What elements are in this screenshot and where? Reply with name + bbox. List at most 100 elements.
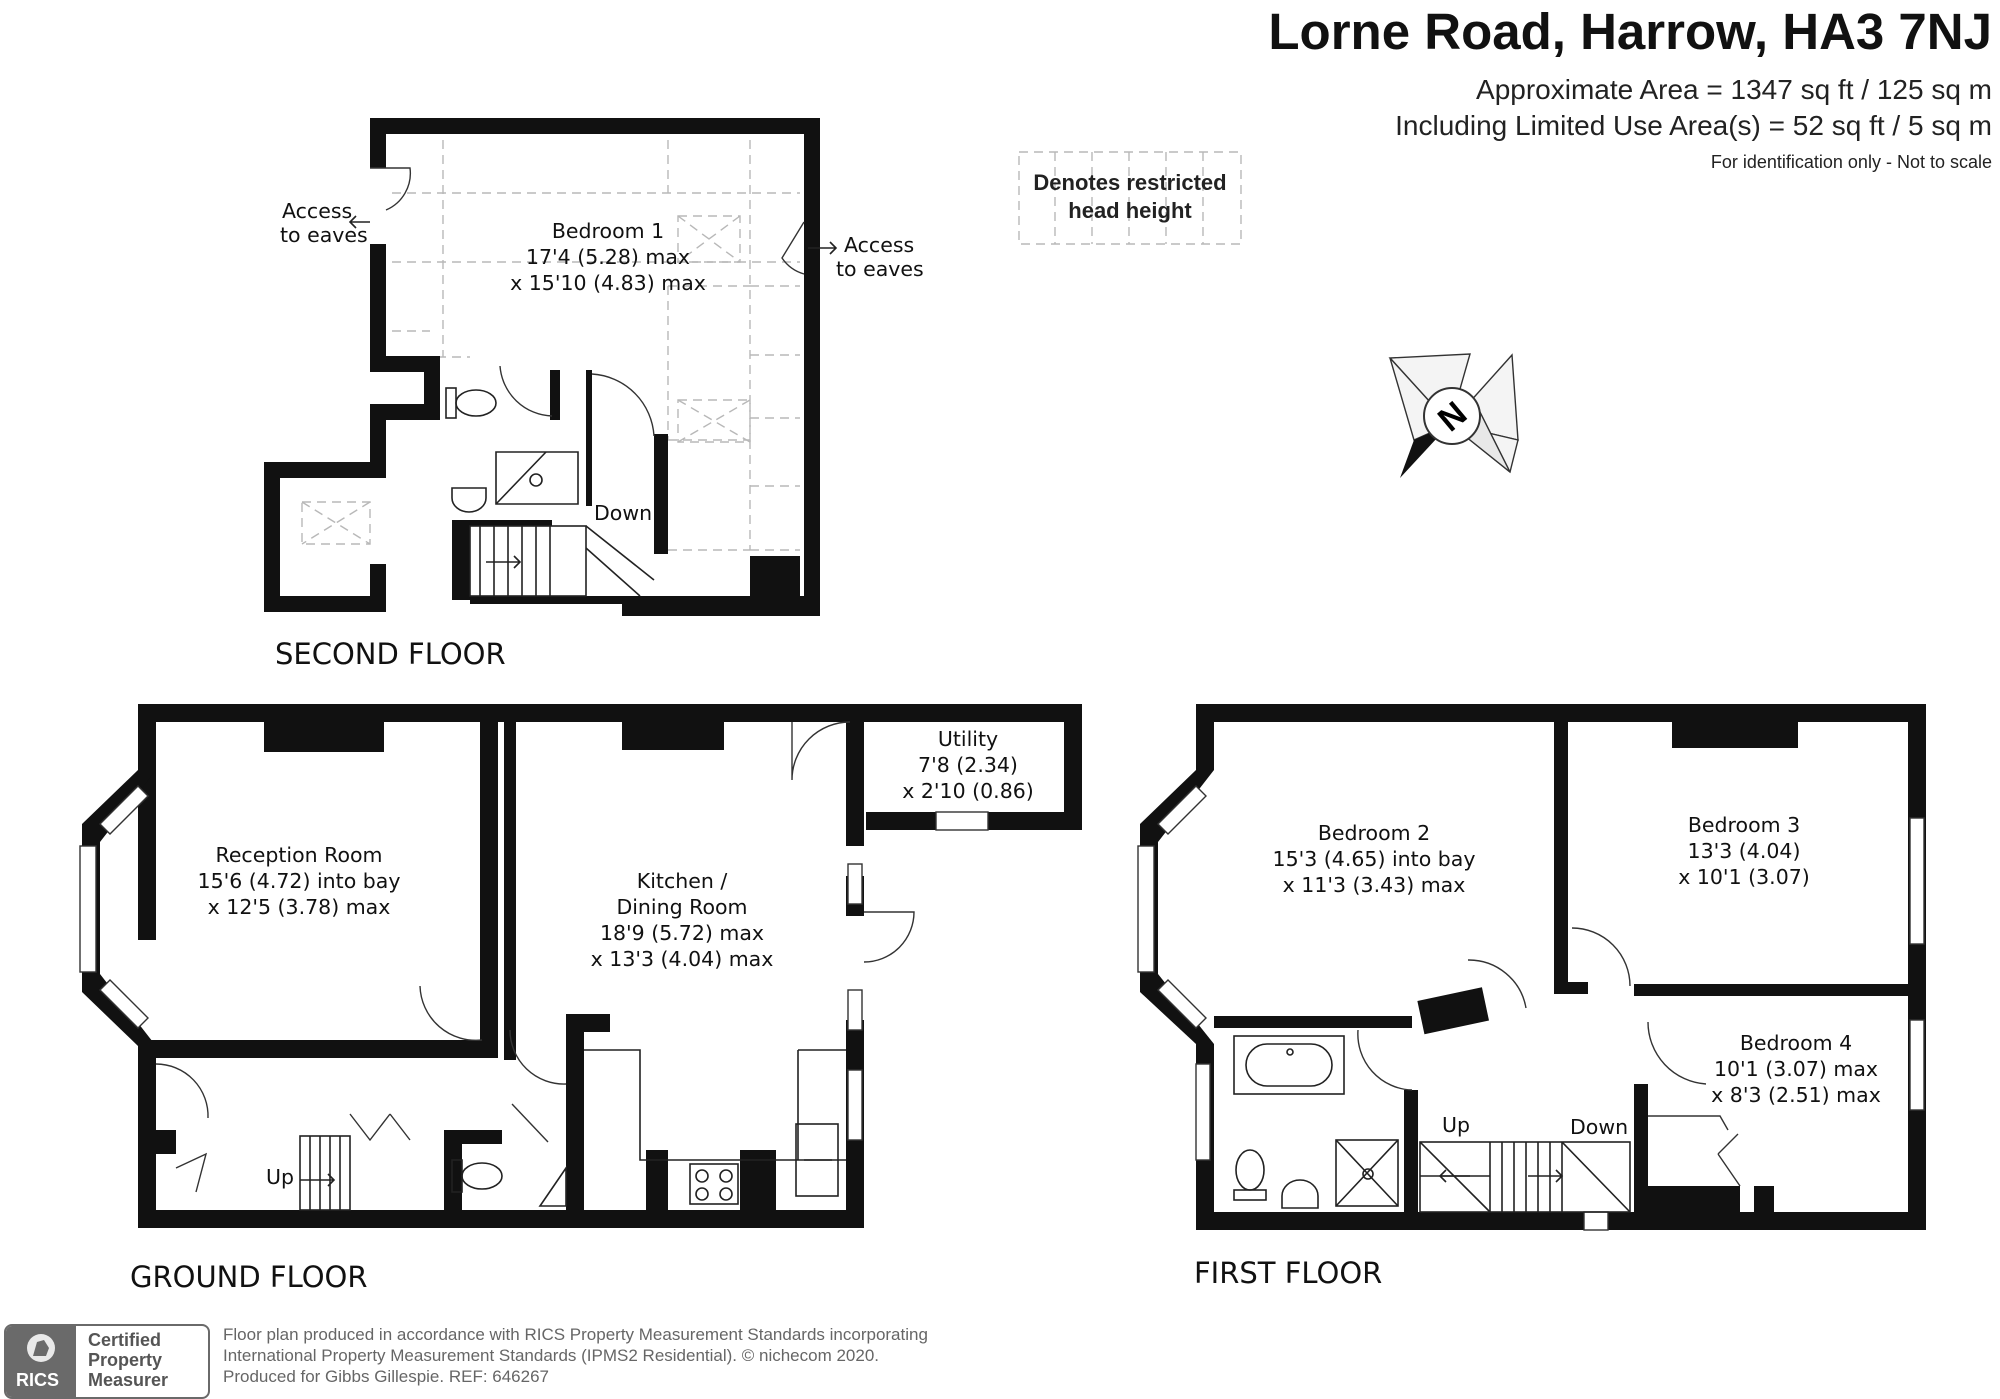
arrow-right-icon [808,241,838,255]
utility-dim2: x 2'10 (0.86) [902,779,1034,803]
footer-line-3: Produced for Gibbs Gillespie. REF: 64626… [223,1367,550,1386]
bedroom3-door [1571,927,1631,987]
area-line: Approximate Area = 1347 sq ft / 125 sq m [1476,74,1992,105]
second-floor-stairs-label: Down [594,501,652,525]
first-toilet-icon [1233,1149,1267,1201]
badge-line-1: Certified [88,1330,162,1350]
kitchen-dim1: 18'9 (5.72) max [600,921,764,945]
basin-icon [451,487,487,513]
wc-door [511,1103,549,1143]
under-stairs-door [175,1152,208,1193]
reception-dim2: x 12'5 (3.78) max [208,895,391,919]
reception-name: Reception Room [216,843,383,867]
bath-icon [1233,1035,1345,1095]
bedroom2-dim1: 15'3 (4.65) into bay [1273,847,1476,871]
bedroom4-window [1909,1019,1925,1111]
bathroom-window [1195,1063,1211,1161]
eaves-door-left [370,167,412,211]
badge-line-2: Property [88,1350,163,1370]
rics-org: RICS [16,1370,60,1390]
first-basin-icon [1281,1179,1319,1209]
arrow-left-icon [348,215,370,229]
eaves-door-right [781,221,805,275]
utility-window [935,811,989,831]
ground-floor-plan: Reception Room 15'6 (4.72) into bay x 12… [79,704,1082,1294]
first-floor-plan: Bedroom 2 15'3 (4.65) into bay x 11'3 (3… [1137,704,1926,1290]
bedroom1-name: Bedroom 1 [552,219,664,243]
bedroom2-name: Bedroom 2 [1318,821,1430,845]
kitchen-dim2: x 13'3 (4.04) max [591,947,774,971]
first-stairs-down-label: Down [1570,1115,1628,1139]
ground-floor-label: GROUND FLOOR [130,1260,368,1294]
kitchen-door [509,1029,567,1085]
utility-dim1: 7'8 (2.34) [918,753,1018,777]
shower-tray-icon [495,451,579,505]
footer: RICS Certified Property Measurer Floor p… [0,1316,1000,1399]
eaves-right-label-2: to eaves [836,257,924,281]
first-floor-stairs [1419,1141,1631,1213]
back-door [863,911,915,963]
kitchen-name-2: Dining Room [616,895,747,919]
utility-door [791,721,851,781]
bedroom1-dim1: 17'4 (5.28) max [526,245,690,269]
second-floor-label: SECOND FLOOR [275,637,506,671]
kitchen-window-low [847,1069,863,1141]
reception-dim1: 15'6 (4.72) into bay [198,869,401,893]
badge-line-3: Measurer [88,1370,169,1390]
limited-use-line: Including Limited Use Area(s) = 52 sq ft… [1395,110,1992,141]
bedroom1-door [591,373,655,437]
first-floor-label: FIRST FLOOR [1194,1256,1382,1290]
ground-floor-walls [138,704,1082,1228]
restricted-height-area [301,140,800,551]
legend-dash-box [1018,151,1242,245]
stair-window [1583,1211,1609,1231]
bedroom4-dim1: 10'1 (3.07) max [1714,1057,1878,1081]
toilet-icon [445,387,497,419]
bedroom4-cupboard-door-2 [1717,1133,1741,1187]
identification-note: For identification only - Not to scale [1710,152,1992,172]
bedroom3-dim1: 13'3 (4.04) [1688,839,1801,863]
kitchen-window-mid [847,989,863,1031]
second-floor-walls [264,118,820,616]
bedroom3-window [1909,817,1925,945]
kitchen-window-top [847,863,863,905]
rics-lion-icon [27,1334,55,1362]
kitchen-worktops [584,1049,846,1205]
bedroom2-door [1467,959,1527,1009]
bedroom3-dim2: x 10'1 (3.07) [1678,865,1810,889]
first-stairs-up-label: Up [1442,1113,1470,1137]
cupboard-doors [349,1113,411,1142]
bay-window [79,785,149,1029]
kitchen-name: Kitchen / [637,869,728,893]
legend-line-2: head height [1068,198,1192,223]
compass-north-icon: N [1388,353,1519,478]
bedroom4-dim2: x 8'3 (2.51) max [1711,1083,1881,1107]
bedroom4-door [1647,1021,1707,1085]
ground-wc-fixtures [451,1159,567,1207]
footer-line-1: Floor plan produced in accordance with R… [223,1325,928,1344]
bedroom3-name: Bedroom 3 [1688,813,1800,837]
hob-icon [689,1163,739,1205]
shower-room-door [499,365,553,417]
eaves-left-label-1: Access [282,199,352,223]
property-title: Lorne Road, Harrow, HA3 7NJ [1268,3,1992,60]
eaves-right-label-1: Access [844,233,914,257]
second-floor-stairs [469,525,655,597]
eaves-left-label-2: to eaves [280,223,368,247]
front-door [155,1063,209,1119]
footer-text: Floor plan produced in accordance with R… [223,1324,928,1387]
sink-icon [795,1123,839,1197]
reception-door [419,985,483,1042]
bedroom4-name: Bedroom 4 [1740,1031,1852,1055]
second-floor-plan: Access to eaves Access to eaves Bedroom … [264,118,924,671]
footer-line-2: International Property Measurement Stand… [223,1346,880,1365]
bedroom2-dim2: x 11'3 (3.43) max [1283,873,1466,897]
restricted-height-legend: Denotes restricted head height [1018,151,1242,245]
ground-floor-stairs [299,1135,351,1211]
bathroom-door [1357,1029,1413,1091]
first-floor-bay-window [1137,785,1207,1029]
ground-stairs-label: Up [266,1165,294,1189]
bedroom4-cupboard-door [1648,1115,1729,1131]
legend-line-1: Denotes restricted [1033,170,1227,195]
